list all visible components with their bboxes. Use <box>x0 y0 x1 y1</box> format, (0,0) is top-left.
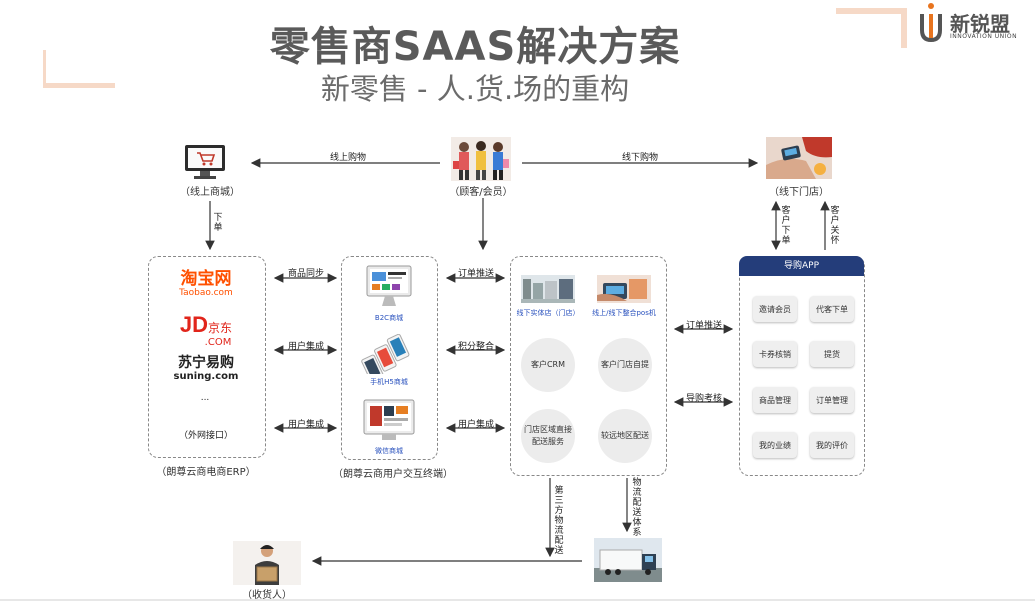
receiver-photo-icon <box>233 541 301 585</box>
remote-delivery-label: 较远地区配送 <box>601 431 649 440</box>
b2c-desktop-icon <box>366 265 412 306</box>
terminal-caption: （朗尊云商用户交互终端） <box>333 469 453 480</box>
regional-delivery-label-b: 配送服务 <box>532 437 564 446</box>
pos-node-label: 线上/线下整合pos机 <box>592 309 656 317</box>
guide-item-order-management: 订单管理 <box>810 387 854 413</box>
guide-app-header: 导购APP <box>739 256 864 276</box>
third-party-logistics-label: 第三方物流配送 <box>554 486 564 556</box>
taobao-logo: 淘宝网 Taobao.com <box>170 270 242 298</box>
store-payment-photo-icon <box>766 137 832 179</box>
offline-store-label: （线下门店） <box>769 187 829 198</box>
receiver-label: （收货人） <box>242 590 292 601</box>
corner-bracket-right <box>836 8 907 48</box>
remote-delivery-node: 较远地区配送 <box>598 409 652 463</box>
suning-logo-cn: 苏宁易购 <box>178 355 234 371</box>
crm-label: 客户CRM <box>530 360 566 369</box>
jd-logo: JD京东 .COM <box>170 312 242 357</box>
logistics-system-label: 物流配送体系 <box>632 478 642 538</box>
points-integration-label: 积分整合 <box>457 342 494 352</box>
corner-bracket-left <box>43 50 115 88</box>
offline-store-node-label: 线下实体店（门店） <box>516 309 580 317</box>
guide-assessment-label: 导购考核 <box>685 394 722 404</box>
customer-order-label: 客户下单 <box>781 206 791 246</box>
customer-care-label: 客户关怀 <box>830 206 840 246</box>
guide-item-invite-member: 邀请会员 <box>753 296 797 322</box>
user-integration-label-3: 用户集成 <box>457 420 494 430</box>
taobao-logo-en: Taobao.com <box>179 288 233 298</box>
guide-item-pickup: 提货 <box>810 341 854 367</box>
page-subtitle: 新零售 - 人.货.场的重构 <box>320 72 630 106</box>
jd-logo-cn: 京东 <box>208 321 233 335</box>
crm-node: 客户CRM <box>521 338 575 392</box>
guide-item-order-for-customer: 代客下单 <box>810 296 854 322</box>
pos-machine-photo-icon <box>597 275 651 303</box>
shoppers-photo-icon <box>451 137 511 181</box>
b2c-mall-label: B2C商城 <box>374 314 404 322</box>
store-interior-photo-icon <box>521 275 575 303</box>
order-push-label-1: 订单推送 <box>457 269 494 279</box>
guide-item-coupon-redeem: 卡券核销 <box>753 341 797 367</box>
brand-logo-icon <box>920 3 942 43</box>
product-sync-label: 商品同步 <box>287 269 324 279</box>
brand-name: 新锐盟 <box>950 12 1010 36</box>
external-interface-label: （外网接口） <box>178 431 233 441</box>
jd-logo-com: .COM <box>204 337 232 348</box>
user-integration-label-1: 用户集成 <box>287 342 324 352</box>
erp-ellipsis: ... <box>200 393 210 403</box>
place-order-label: 下单 <box>213 213 223 233</box>
page-title: 零售商SAAS解决方案 <box>269 24 681 70</box>
taobao-logo-cn: 淘宝网 <box>180 269 232 289</box>
offline-purchase-label: 线下购物 <box>621 153 658 163</box>
wechat-mall-icon <box>363 399 415 440</box>
online-purchase-label: 线上购物 <box>329 153 366 163</box>
delivery-truck-photo-icon <box>594 538 662 582</box>
brand-subtitle: INNOVATION UNION <box>950 33 1018 40</box>
mobile-h5-label: 手机H5商城 <box>370 378 408 386</box>
mobile-h5-phones-icon <box>361 334 410 374</box>
wechat-mall-label: 微信商城 <box>375 447 403 455</box>
jd-logo-letters: JD <box>179 312 209 337</box>
suning-logo: 苏宁易购 suning.com <box>170 355 242 383</box>
erp-panel <box>148 256 266 458</box>
online-mall-computer-icon <box>185 145 225 179</box>
customer-label: （顾客/会员） <box>449 187 513 198</box>
order-push-label-2: 订单推送 <box>685 321 722 331</box>
regional-delivery-label-a: 门店区域直接 <box>524 425 572 434</box>
online-mall-label: （线上商城） <box>180 187 240 198</box>
guide-item-my-reviews: 我的评价 <box>810 432 854 458</box>
guide-item-my-performance: 我的业绩 <box>753 432 797 458</box>
regional-delivery-node: 门店区域直接配送服务 <box>521 409 575 463</box>
guide-item-product-management: 商品管理 <box>753 387 797 413</box>
suning-logo-en: suning.com <box>173 371 239 382</box>
erp-caption: （朗尊云商电商ERP） <box>156 467 256 478</box>
self-pickup-label: 客户门店自提 <box>601 360 649 369</box>
self-pickup-node: 客户门店自提 <box>598 338 652 392</box>
user-integration-label-2: 用户集成 <box>287 420 324 430</box>
